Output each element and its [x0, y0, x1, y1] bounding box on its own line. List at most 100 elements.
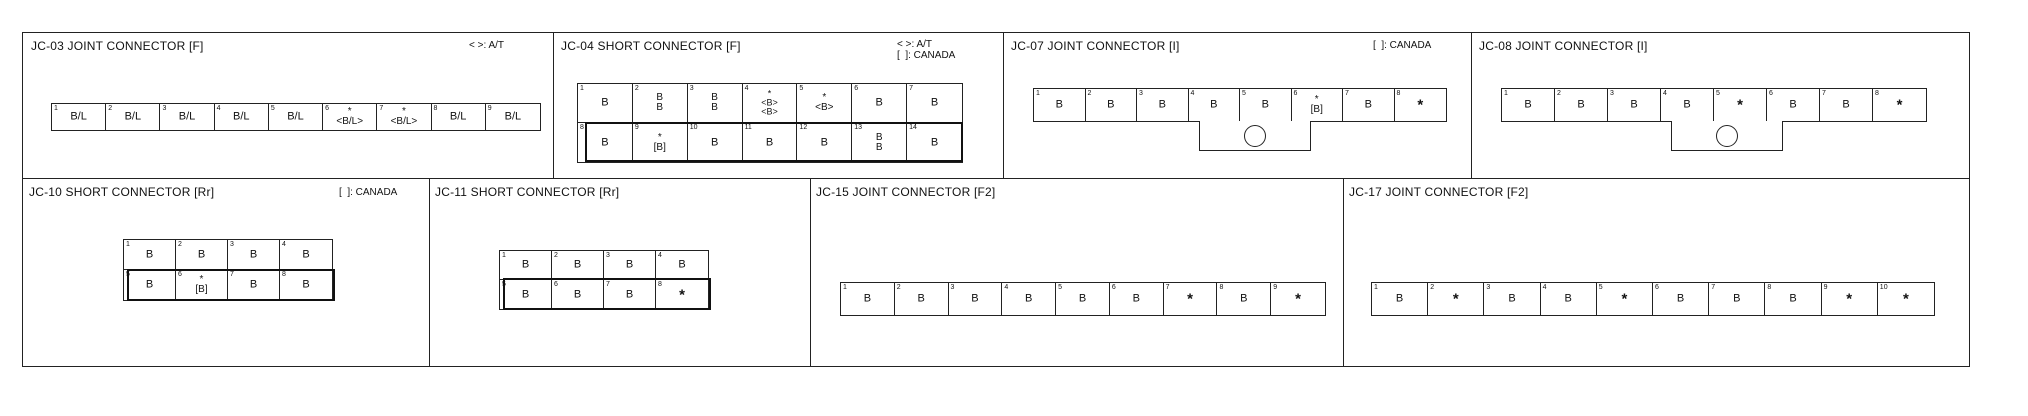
wire-color: B	[1630, 98, 1638, 111]
wire-color: B	[1395, 292, 1404, 305]
connector-pin-cell: 5*	[1714, 89, 1767, 121]
wire-color: *	[1846, 290, 1853, 308]
pin-number: 6	[1769, 90, 1773, 97]
wire-color: B	[1564, 292, 1572, 305]
pin-number: 3	[950, 284, 955, 291]
lock-circle-icon	[1716, 124, 1738, 147]
wire-color: B	[1524, 98, 1532, 111]
panel-divider	[1343, 178, 1344, 366]
wire-color: *	[1452, 290, 1459, 308]
wire-color: B	[820, 136, 829, 148]
panel-note: [ ]: CANADA	[339, 187, 398, 198]
wire-color: B/L	[70, 110, 87, 123]
wire-color: B/L	[504, 110, 522, 123]
pin-number: 8	[282, 271, 286, 278]
pin-number: 1	[1374, 284, 1378, 291]
wire-color: B	[145, 248, 154, 260]
wire-color: B	[930, 136, 939, 148]
wire-color: B	[1789, 292, 1797, 305]
pin-number: 5	[1242, 90, 1246, 97]
pin-number: 6	[1293, 90, 1298, 97]
pin-number: 1	[126, 241, 130, 248]
pin-number: 1	[502, 252, 506, 259]
pin-number: 9	[634, 124, 639, 131]
pin-number: 2	[108, 105, 113, 112]
pin-number: 1	[1036, 90, 1040, 97]
wire-color: * <B/L>	[336, 106, 364, 127]
wire-color: B	[1078, 292, 1087, 305]
pin-number: 2	[1087, 90, 1092, 97]
pin-number: 2	[896, 284, 901, 291]
wire-color: B	[875, 96, 883, 109]
pin-number: 4	[1190, 90, 1195, 97]
wire-color: B	[1158, 98, 1166, 111]
wire-color: B	[765, 136, 774, 148]
panel-note: [ ]: CANADA	[1373, 40, 1432, 51]
wire-color: B	[917, 292, 925, 305]
wire-color: B/L	[449, 110, 467, 123]
connector-pin-cell: 9*	[1822, 283, 1878, 315]
wire-color: B	[573, 288, 582, 300]
pin-number: 3	[606, 252, 610, 259]
pin-number: 2	[178, 241, 182, 248]
wire-color: B	[1210, 98, 1218, 111]
pin-number: 8	[433, 105, 438, 112]
connector-pin-cell: 8*	[1873, 89, 1926, 121]
pin-number: 8	[1875, 90, 1879, 97]
wire-color: B/L	[287, 110, 304, 123]
pin-number: 5	[1598, 284, 1603, 291]
pin-number: 8	[1767, 284, 1772, 291]
panel-title: JC-15 JOINT CONNECTOR [F2]	[816, 185, 996, 199]
pin-number: 4	[216, 105, 221, 112]
wire-color: B	[521, 258, 530, 271]
wire-color: B	[1025, 292, 1033, 305]
lock-circle-icon	[1244, 124, 1266, 147]
pin-number: 6	[325, 105, 330, 112]
connector-pin-cell: 8*	[656, 280, 708, 309]
pin-number: 1	[1504, 90, 1508, 97]
pin-number: 3	[230, 241, 234, 248]
panel-divider	[429, 178, 430, 366]
wire-color: B	[521, 288, 530, 300]
connector-pin-cell: 6* [B]	[1292, 89, 1343, 121]
pin-number: 3	[1486, 284, 1491, 291]
pin-number: 10	[689, 124, 698, 131]
pin-number: 5	[799, 85, 804, 92]
connector-pin-cell: 9*	[1271, 283, 1325, 315]
connector-pin-cell: 9* [B]	[633, 123, 688, 162]
wire-color: B	[249, 248, 258, 260]
pin-number: 4	[1542, 284, 1547, 291]
wire-color: B	[1364, 98, 1372, 111]
